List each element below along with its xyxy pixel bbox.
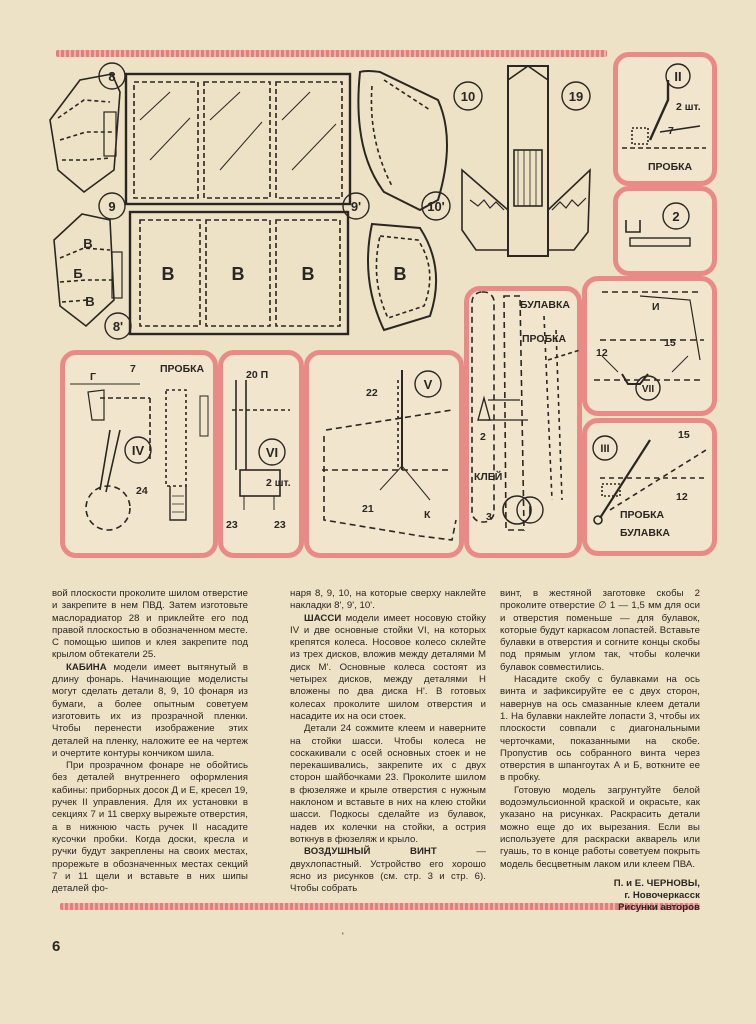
callout-9: 9 [108, 199, 115, 214]
label-20p: 20 П [246, 369, 268, 381]
paragraph-shassi: ШАССИ модели имеет носовую стойку IV и д… [290, 612, 486, 722]
callout-10: 10 [461, 89, 475, 104]
heading-shassi: ШАССИ [304, 612, 342, 624]
callout-VI: VI [266, 445, 278, 460]
stray-mark: ' [342, 931, 344, 941]
label-2-pcs-a: 2 шт. [676, 101, 701, 113]
callout-I: I [528, 503, 532, 518]
callout-10-prime: 10' [427, 199, 445, 214]
label-2-b: 2 [480, 431, 486, 443]
paragraph-kabina: КАБИНА модели имеет вытянутый в длину фо… [52, 661, 248, 759]
top-decorative-stripe [56, 50, 607, 57]
callout-2: 2 [672, 209, 679, 224]
bottom-decorative-stripe [60, 903, 700, 910]
callout-IV: IV [132, 443, 145, 458]
label-bulavka-c: БУЛАВКА [520, 299, 570, 311]
callout-VII: VII [642, 384, 654, 395]
label-I-letter: И [652, 301, 660, 313]
label-2-pcs-b: 2 шт. [266, 477, 291, 489]
canopy-part-9-prime [128, 210, 350, 336]
label-21: 21 [362, 503, 374, 515]
label-V-2: В [232, 264, 245, 284]
label-G: Г [90, 371, 96, 383]
label-23-a: 23 [226, 519, 238, 531]
label-bulavka-b: БУЛАВКА [620, 527, 670, 539]
label-V-5: В [83, 236, 92, 251]
paragraph: винт, в жестяной заготовке скобы 2 проко… [500, 588, 700, 673]
callout-19: 19 [569, 89, 583, 104]
paragraph: Готовую модель загрунтуйте белой водоэму… [500, 784, 700, 870]
callout-9-prime: 9' [351, 199, 361, 214]
label-12-a: 12 [596, 347, 608, 359]
canopy-part-9 [124, 72, 352, 206]
label-15-b: 15 [678, 429, 690, 441]
seat-part-19 [461, 65, 591, 257]
label-12-b: 12 [676, 491, 688, 503]
heading-vint: ВОЗДУШНЫЙ ВИНТ [304, 846, 437, 858]
label-V-3: В [302, 264, 315, 284]
callout-III: III [600, 443, 609, 455]
callout-V: V [424, 377, 433, 392]
panel-main-gear [218, 350, 304, 558]
panel-control-stick [613, 52, 717, 186]
canopy-part-10-prime [367, 222, 438, 332]
panel-strut-VII [582, 276, 717, 416]
label-klei: КЛЕЙ [474, 470, 502, 483]
callout-II: II [674, 69, 681, 84]
article-column-1: вой плоскости проколите шилом отверстие … [52, 588, 248, 895]
label-3: 3 [486, 511, 492, 523]
paragraph: Детали 24 сожмите клеем и наверните на с… [290, 723, 486, 845]
panel-strut-V [304, 350, 464, 558]
paragraph: Насадите скобу с булавками на ось винта … [500, 674, 700, 784]
canopy-part-10 [357, 70, 448, 212]
callout-8-prime: 8' [113, 319, 123, 334]
label-V-6: В [85, 294, 94, 309]
author-signature: П. и Е. ЧЕРНОВЫ, г. Новочеркасск Рисунки… [613, 877, 700, 913]
label-22: 22 [366, 387, 378, 399]
canopy-part-8 [49, 73, 121, 194]
callout-8: 8 [108, 69, 115, 84]
label-23-b: 23 [274, 519, 286, 531]
label-V-4: В [394, 264, 407, 284]
paragraph: вой плоскости проколите шилом отверстие … [52, 588, 248, 661]
paragraph-vint: ВОЗДУШНЫЙ ВИНТ — двухлопастный. Устройст… [290, 846, 486, 895]
label-probka-d: ПРОБКА [522, 333, 567, 345]
label-B: Б [73, 266, 82, 281]
panel-nose-gear [60, 350, 218, 558]
label-V-1: В [162, 264, 175, 284]
article-column-3: винт, в жестяной заготовке скобы 2 проко… [500, 588, 700, 914]
label-probka-c: ПРОБКА [160, 363, 205, 375]
label-15-a: 15 [664, 337, 676, 349]
article-column-2: наря 8, 9, 10, на которые сверху наклейт… [290, 588, 486, 895]
paragraph: наря 8, 9, 10, на которые сверху наклейт… [290, 588, 486, 612]
label-24: 24 [136, 485, 148, 497]
label-K: К [424, 509, 431, 521]
label-7-a: 7 [668, 125, 674, 137]
heading-kabina: КАБИНА [66, 661, 107, 673]
label-probka-a: ПРОБКА [648, 161, 693, 173]
paragraph: При прозрачном фонаре не обойтись без де… [52, 760, 248, 895]
canopy-part-8-prime [53, 213, 123, 328]
page-number: 6 [52, 938, 61, 955]
label-7-b: 7 [130, 363, 136, 375]
label-probka-b: ПРОБКА [620, 509, 665, 521]
panel-part-2 [613, 186, 717, 276]
